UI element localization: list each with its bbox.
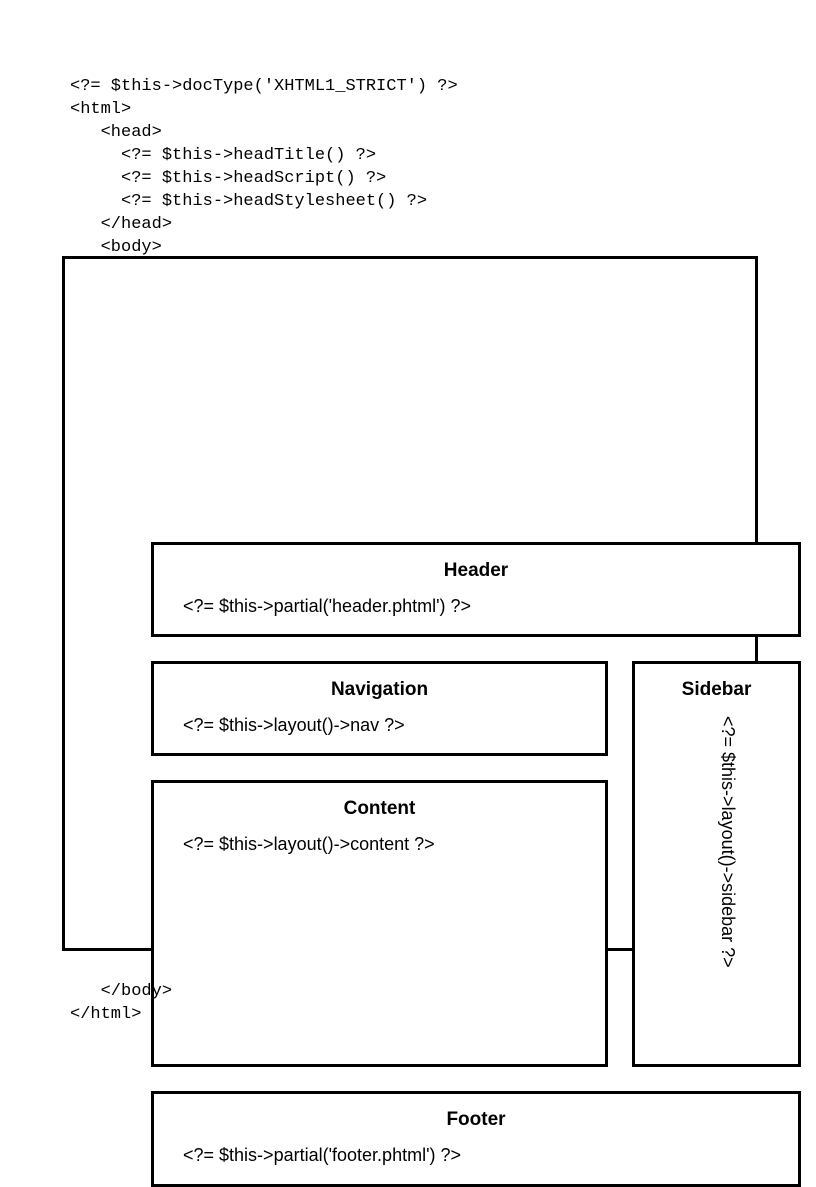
header-region-code: <?= $this->partial('header.phtml') ?> [183, 596, 472, 616]
content-region-code: <?= $this->layout()->content ?> [183, 834, 435, 854]
sidebar-region-title: Sidebar [681, 679, 752, 700]
document-head-code: <?= $this->docType('XHTML1_STRICT') ?> <… [70, 77, 458, 257]
content-region: Content <?= $this->layout()->content ?> [151, 780, 608, 1067]
content-region-title: Content [343, 798, 416, 819]
navigation-region: Navigation <?= $this->layout()->nav ?> [151, 661, 608, 756]
body-layout-frame: Header <?= $this->partial('header.phtml'… [62, 256, 801, 1187]
footer-region-code: <?= $this->partial('footer.phtml') ?> [183, 1145, 462, 1165]
header-region-title: Header [443, 560, 509, 581]
footer-region: Footer <?= $this->partial('footer.phtml'… [151, 1091, 801, 1187]
navigation-region-code: <?= $this->layout()->nav ?> [183, 715, 405, 735]
sidebar-region-code-wrapper: <?= $this->layout()->sidebar ?> [635, 716, 798, 1064]
header-region: Header <?= $this->partial('header.phtml'… [151, 542, 801, 637]
sidebar-region-code: <?= $this->layout()->sidebar ?> [717, 716, 738, 968]
sidebar-region: Sidebar <?= $this->layout()->sidebar ?> [632, 661, 801, 1067]
footer-region-title: Footer [446, 1109, 506, 1130]
document-close-code: </body> </html> [70, 982, 173, 1024]
navigation-region-title: Navigation [330, 679, 429, 700]
